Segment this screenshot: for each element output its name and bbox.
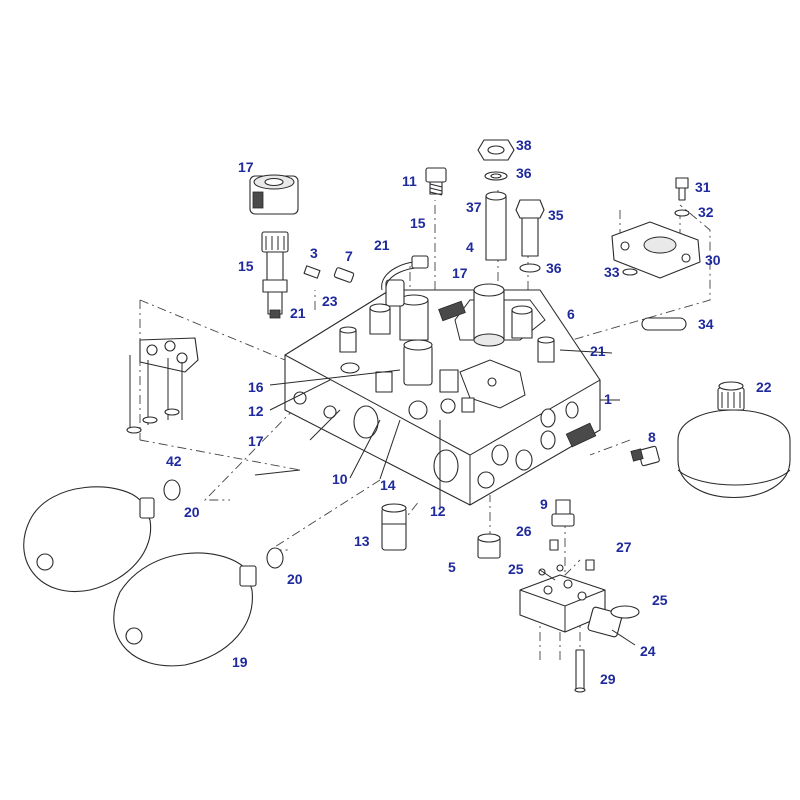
plug-5-part	[477, 533, 501, 559]
sub-block-part	[519, 539, 640, 693]
callout-label: 12	[248, 403, 264, 419]
leader-lines	[254, 349, 636, 646]
bracket-plate-part	[611, 221, 701, 331]
callout-label: 15	[238, 258, 254, 274]
plug-part	[425, 167, 447, 196]
callout-label: 5	[448, 559, 456, 575]
callout-label: 25	[508, 561, 524, 577]
callout-label: 9	[540, 496, 548, 512]
callout-label: 3	[310, 245, 318, 261]
callout-label: 42	[166, 453, 182, 469]
callout-label: 21	[374, 237, 390, 253]
callout-label: 36	[546, 260, 562, 276]
solenoid-coil-part	[249, 174, 299, 215]
callout-label: 6	[567, 306, 575, 322]
mounting-plate-part	[126, 337, 199, 434]
plug-9-part	[551, 499, 575, 527]
callout-label: 19	[232, 654, 248, 670]
callout-label: 21	[590, 343, 606, 359]
callout-label: 20	[184, 504, 200, 520]
accumulator-right-part	[677, 381, 791, 498]
callout-label: 23	[322, 293, 338, 309]
callout-label: 27	[616, 539, 632, 555]
callout-label: 8	[648, 429, 656, 445]
side-plug-part	[630, 445, 660, 467]
callout-label: 17	[248, 433, 264, 449]
callout-label: 14	[380, 477, 396, 493]
callout-label: 17	[238, 159, 254, 175]
o-rings-part	[163, 479, 284, 569]
callout-label: 29	[600, 671, 616, 687]
callout-label: 16	[248, 379, 264, 395]
callout-label: 36	[516, 165, 532, 181]
valve-block-part	[284, 289, 601, 506]
callout-label: 11	[402, 173, 417, 189]
callout-label: 32	[698, 204, 714, 220]
callout-label: 26	[516, 523, 532, 539]
callout-label: 33	[604, 264, 620, 280]
screw-washer-part	[674, 177, 690, 217]
callout-label: 17	[452, 265, 468, 281]
callout-label: 1	[604, 391, 612, 407]
bolt-washer-part	[515, 199, 545, 273]
accumulators-left-part	[23, 486, 257, 667]
callout-label: 34	[698, 316, 714, 332]
callout-label: 4	[466, 239, 474, 255]
callout-label: 13	[354, 533, 370, 549]
callout-label: 30	[705, 252, 721, 268]
callout-label: 21	[290, 305, 306, 321]
cartridge-valve-part	[261, 231, 289, 319]
callout-label: 25	[652, 592, 668, 608]
callout-label: 12	[430, 503, 446, 519]
callout-label: 7	[345, 248, 353, 264]
nut-washer-pin-part	[477, 139, 515, 261]
callout-label: 35	[548, 207, 564, 223]
callout-label: 37	[466, 199, 482, 215]
callout-label: 22	[756, 379, 772, 395]
callout-label: 15	[410, 215, 426, 231]
callout-label: 38	[516, 137, 532, 153]
small-screws-part	[303, 265, 355, 283]
callout-label: 10	[332, 471, 348, 487]
callout-label: 31	[695, 179, 711, 195]
block-top-components	[339, 255, 555, 420]
callout-label: 20	[287, 571, 303, 587]
sensor-part	[381, 503, 407, 551]
callout-label: 24	[640, 643, 656, 659]
